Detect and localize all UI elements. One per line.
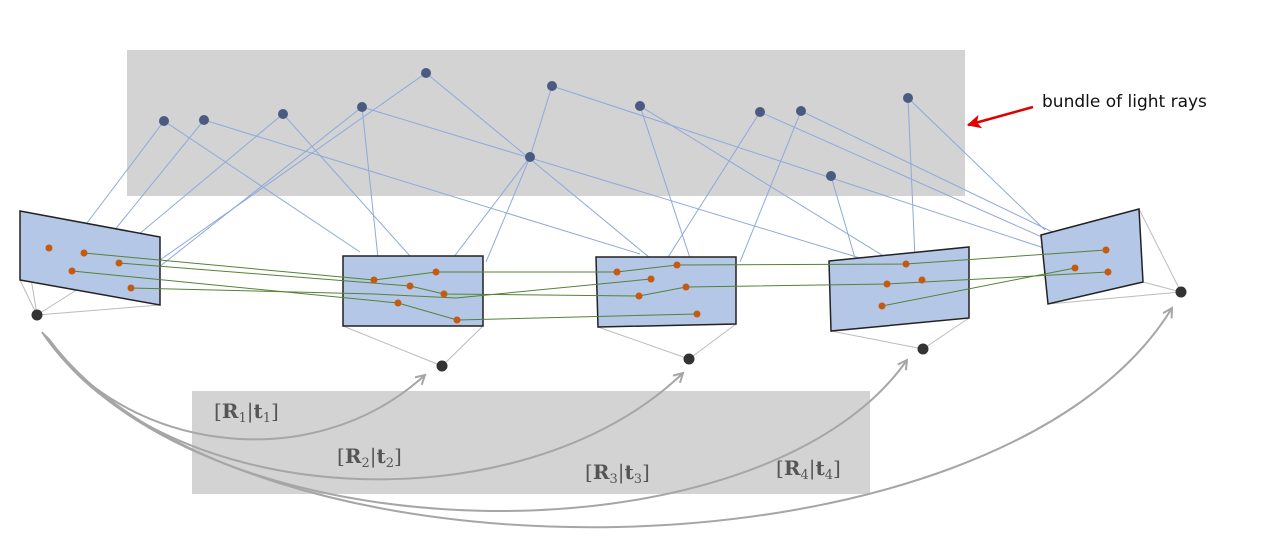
observation-point <box>370 276 378 284</box>
observation-point <box>127 284 135 292</box>
pose-label-4-t: t <box>815 456 825 480</box>
observation-point <box>115 259 123 267</box>
camera-center-icon <box>436 360 448 372</box>
observation-point <box>45 244 53 252</box>
pose-label-1-t: t <box>253 399 263 423</box>
observation-point <box>902 260 910 268</box>
observation-point <box>80 249 88 257</box>
pose-label-4-R-index: 4 <box>800 468 808 483</box>
pose-label-3-R-index: 3 <box>609 472 617 487</box>
image-plane-cam4 <box>1040 208 1144 305</box>
world-point <box>199 115 209 125</box>
pose-label-1-R: R <box>222 399 239 423</box>
observation-point <box>394 299 402 307</box>
observation-point <box>68 267 76 275</box>
camera-centers <box>31 286 1187 372</box>
observation-point <box>440 290 448 298</box>
pose-label-2-R: R <box>345 444 362 468</box>
observations <box>45 244 1112 324</box>
image-planes <box>19 208 1144 332</box>
camera-frustums <box>19 208 1182 367</box>
image-plane-cam0 <box>19 210 161 306</box>
image-plane-cam2 <box>595 256 737 328</box>
world-point <box>903 93 913 103</box>
observation-point <box>406 282 414 290</box>
pose-label-1-R-index: 1 <box>238 411 246 426</box>
callout-label: bundle of light rays <box>1042 92 1207 112</box>
world-points <box>159 68 913 181</box>
observation-point <box>613 268 621 276</box>
pose-label-3-R: R <box>593 460 610 484</box>
observation-point <box>453 316 461 324</box>
observation-point <box>682 283 690 291</box>
world-point <box>755 107 765 117</box>
observation-point <box>1102 246 1110 254</box>
pose-label-2-t-index: 2 <box>386 456 394 471</box>
camera-center-icon <box>31 309 43 321</box>
pose-label-1: [R1|t1] <box>214 399 279 426</box>
world-point <box>357 102 367 112</box>
world-point <box>278 109 288 119</box>
pose-label-2-t: t <box>376 444 386 468</box>
pose-label-3-t-index: 3 <box>634 472 642 487</box>
pose-label-3-t: t <box>624 460 634 484</box>
pose-label-2-R-index: 2 <box>361 456 369 471</box>
light-ray-bundle-panel <box>127 50 965 196</box>
image-plane-cam1 <box>342 255 484 327</box>
observation-point <box>647 275 655 283</box>
world-point <box>635 101 645 111</box>
world-point <box>525 152 535 162</box>
observation-point <box>883 280 891 288</box>
pose-arrow-4 <box>47 308 1172 529</box>
observation-point <box>432 268 440 276</box>
callout-arrow-icon <box>966 105 1034 129</box>
observation-point <box>1071 264 1079 272</box>
camera-pose-panel <box>192 391 870 494</box>
image-plane-cam3 <box>828 246 970 332</box>
camera-center-icon <box>1175 286 1187 298</box>
pose-arrows <box>41 308 1172 529</box>
pose-label-1-t-index: 1 <box>263 411 271 426</box>
pose-label-4-t-index: 4 <box>825 468 833 483</box>
observation-point <box>693 310 701 318</box>
pose-label-4-R: R <box>784 456 801 480</box>
world-point <box>159 116 169 126</box>
observation-point <box>878 302 886 310</box>
world-point <box>547 81 557 91</box>
camera-center-icon <box>683 353 695 365</box>
light-rays <box>71 72 1066 291</box>
pose-arrow-3 <box>45 335 907 512</box>
observation-point <box>1104 268 1112 276</box>
world-point <box>826 171 836 181</box>
camera-center-icon <box>917 343 929 355</box>
observation-point <box>918 276 926 284</box>
observation-point <box>673 261 681 269</box>
world-point <box>421 68 431 78</box>
world-point <box>796 106 806 116</box>
observation-point <box>635 292 643 300</box>
